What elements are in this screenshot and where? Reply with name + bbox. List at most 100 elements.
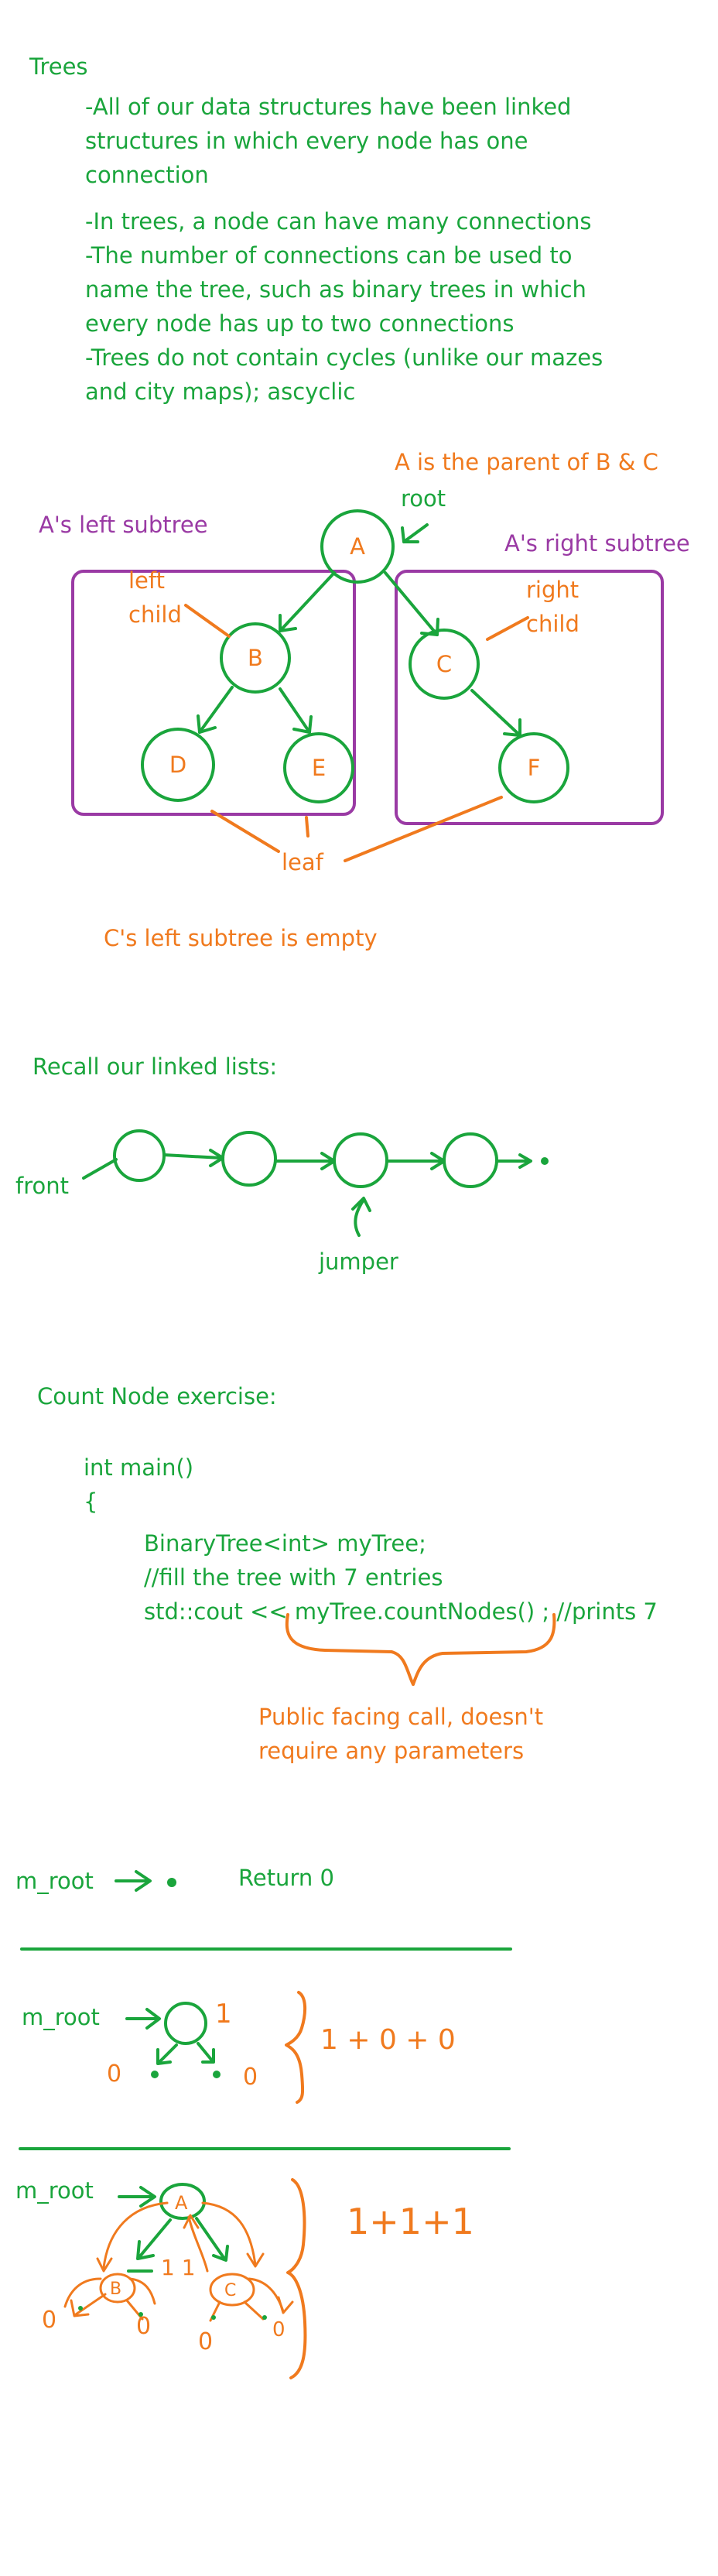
root-arrow-head — [401, 526, 419, 543]
right-child-pointer — [486, 616, 529, 641]
list-end-dot — [541, 1157, 549, 1165]
brace-single — [285, 1991, 307, 2104]
node-b-label: B — [248, 645, 263, 671]
trace-three-root: m_root — [15, 2177, 94, 2204]
trace-three-leaf: 0 — [136, 2313, 152, 2340]
code-line: BinaryTree<int> myTree; — [144, 1530, 426, 1557]
node-e-label: E — [311, 755, 327, 781]
list-link — [162, 1153, 223, 1160]
left-child-label: child — [128, 601, 182, 628]
trace-three-node-b: B — [110, 2280, 122, 2299]
empty-subtree-note: C's left subtree is empty — [104, 925, 378, 951]
edge-b-e-arrowhead — [292, 715, 313, 734]
trace-empty — [115, 1870, 176, 1892]
trace-three-green — [118, 2183, 229, 2273]
list-link-head — [209, 1149, 224, 1167]
node-c-label: C — [436, 651, 453, 677]
jumper-arrow-head — [351, 1197, 371, 1212]
call-note: require any parameters — [258, 1738, 525, 1764]
root-arrow — [402, 523, 429, 543]
leaf-pointer-d — [210, 810, 280, 853]
edge-b-d-arrowhead — [197, 714, 217, 734]
leaf-label: leaf — [282, 849, 323, 875]
call-note: Public facing call, doesn't — [258, 1704, 544, 1730]
note-line: -Trees do not contain cycles (unlike our… — [85, 344, 603, 371]
note-line: -In trees, a node can have many connecti… — [85, 208, 592, 235]
front-pointer — [82, 1158, 118, 1180]
list-node — [333, 1132, 388, 1188]
call-bracket — [285, 1613, 556, 1686]
right-child-label: child — [526, 611, 580, 637]
trace-three-orange — [63, 2178, 307, 2379]
note-line: every node has up to two connections — [85, 310, 515, 337]
left-subtree-label: A's left subtree — [39, 512, 208, 538]
leaf-pointer-f — [344, 796, 503, 862]
trace-three-sum: 1+1+1 — [347, 2201, 474, 2242]
linked-list-diagram — [82, 1129, 549, 1237]
note-line: and city maps); ascyclic — [85, 379, 356, 405]
list-link-head — [320, 1152, 336, 1170]
node-a-label: A — [350, 533, 365, 560]
list-link-head — [430, 1152, 446, 1170]
exercise-heading: Count Node exercise: — [37, 1383, 277, 1410]
right-subtree-box — [395, 570, 664, 825]
note-line: structures in which every node has one — [85, 128, 528, 154]
trace-three-node-c: C — [224, 2281, 237, 2300]
node-b — [220, 622, 291, 694]
edge-c-f — [470, 689, 521, 737]
node-c — [409, 629, 480, 700]
null-dots — [78, 2306, 267, 2320]
trace-single-count: 1 — [215, 1999, 232, 2030]
right-child-label: right — [526, 577, 580, 603]
list-node — [221, 1131, 277, 1187]
right-subtree-label: A's right subtree — [504, 530, 690, 557]
node-d — [141, 728, 215, 802]
edge-a-c — [384, 571, 439, 636]
jumper-label: jumper — [319, 1249, 398, 1275]
edge-a-b-arrowhead — [279, 614, 297, 632]
left-child-label: left — [128, 567, 165, 594]
note-line: connection — [85, 162, 209, 188]
node-a — [320, 509, 395, 584]
leaf-pointer-e — [305, 816, 309, 838]
code-line: std::cout << myTree.countNodes() ; //pri… — [144, 1598, 658, 1625]
root-label: root — [401, 485, 446, 512]
trace-single-leaf: 0 — [243, 2064, 258, 2091]
return-text: Return 0 — [238, 1865, 334, 1891]
list-node — [443, 1132, 498, 1188]
trace-single — [125, 2002, 221, 2078]
code-line: { — [84, 1488, 98, 1515]
node-d-label: D — [169, 752, 187, 778]
trace-three-node-a: A — [175, 2192, 188, 2214]
trace-three-mid: 1 1 — [161, 2255, 196, 2280]
tree-diagram — [71, 509, 664, 862]
parent-note: A is the parent of B & C — [395, 449, 658, 475]
brace-three — [286, 2178, 307, 2379]
note-line: -All of our data structures have been li… — [85, 94, 572, 120]
edge-a-b — [279, 571, 336, 632]
front-label: front — [15, 1173, 69, 1199]
code-line: int main() — [84, 1454, 194, 1481]
linked-list-heading: Recall our linked lists: — [32, 1053, 278, 1080]
left-subtree-box — [71, 570, 356, 816]
node-f — [498, 732, 569, 803]
trace-three-leaf: 0 — [198, 2328, 214, 2355]
trace-single-leaf: 0 — [107, 2060, 122, 2088]
node-f-label: F — [527, 755, 541, 781]
list-link-head — [518, 1153, 532, 1169]
trace-three-leaf: 0 — [272, 2318, 285, 2341]
trace-empty-root: m_root — [15, 1868, 94, 1894]
title: Trees — [29, 53, 88, 80]
jumper-arrow — [354, 1198, 365, 1237]
trace-single-root: m_root — [22, 2004, 100, 2030]
node-e — [283, 732, 354, 803]
edge-b-d — [198, 686, 234, 734]
list-node — [113, 1129, 166, 1182]
code-line: //fill the tree with 7 entries — [144, 1564, 443, 1591]
note-line: name the tree, such as binary trees in w… — [85, 276, 586, 303]
trace-three-leaf: 0 — [42, 2307, 57, 2334]
note-line: -The number of connections can be used t… — [85, 242, 573, 269]
left-child-pointer — [184, 604, 231, 638]
